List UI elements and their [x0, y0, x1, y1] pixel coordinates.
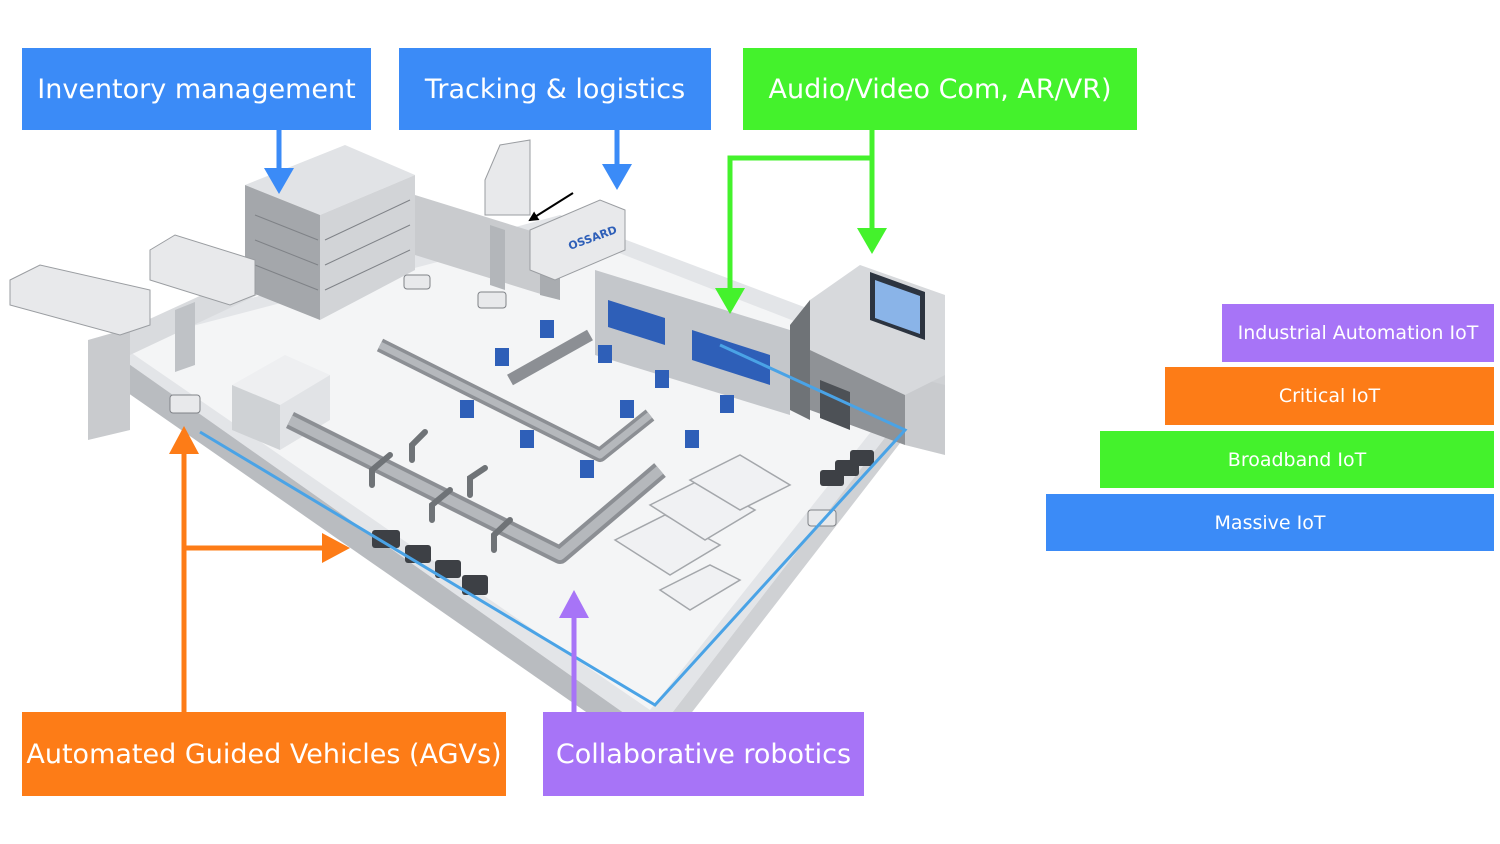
legend-broadband-iot: Broadband IoT — [1100, 431, 1494, 488]
collaborative-robotics-label: Collaborative robotics — [543, 712, 864, 796]
tracking-logistics-label: Tracking & logistics — [399, 48, 711, 130]
audio-video-label: Audio/Video Com, AR/VR) — [743, 48, 1137, 130]
agv-single — [169, 274, 837, 527]
audio-video-arrows — [727, 130, 875, 292]
assembly-racks — [613, 454, 792, 611]
parts-bins — [460, 320, 734, 478]
agv-label: Automated Guided Vehicles (AGVs) — [22, 712, 506, 796]
inventory-arrow — [264, 130, 294, 194]
control-room — [790, 265, 945, 445]
pointer-arrow — [528, 192, 574, 222]
warehouse-shelves — [245, 145, 415, 320]
robot-arms — [369, 429, 513, 553]
agv-arrows — [169, 426, 350, 712]
legend-massive-iot: Massive IoT — [1046, 494, 1494, 551]
inventory-management-label: Inventory management — [22, 48, 371, 130]
robotics-arrow — [559, 590, 589, 712]
tracking-arrow — [602, 130, 632, 190]
wall-racks — [608, 300, 770, 385]
audio-video-arrowhead-left — [715, 288, 745, 314]
agv-guide-track — [199, 343, 908, 707]
legend-industrial-automation-iot: Industrial Automation IoT — [1222, 304, 1494, 362]
trucks: OSSARD — [9, 139, 626, 336]
audio-video-arrowhead-right — [857, 228, 887, 254]
legend-critical-iot: Critical IoT — [1165, 367, 1494, 425]
